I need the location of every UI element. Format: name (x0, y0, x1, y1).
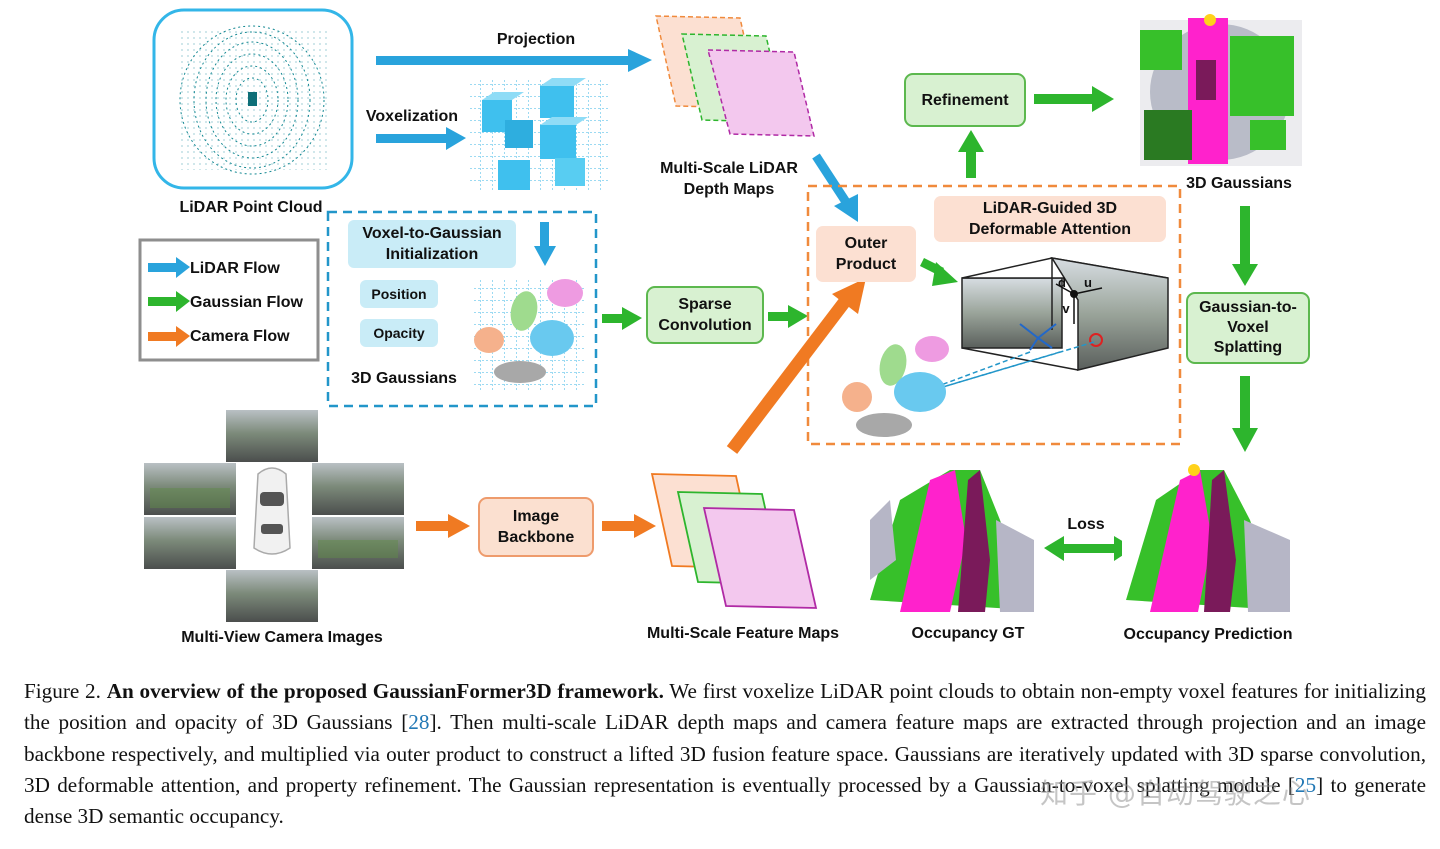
depth-to-outer-arrow (812, 153, 858, 222)
multi-view-camera-images (144, 410, 404, 622)
voxelization-label: Voxelization (365, 108, 459, 125)
caption-text-2: ]. Then multi-scale LiDAR depth maps and… (24, 710, 1426, 797)
gaussians-3d-image (1140, 14, 1302, 166)
feature-maps-label: Multi-Scale Feature Maps (646, 625, 840, 642)
attention-dashed-region (806, 184, 1182, 446)
outer-to-attention-arrow (919, 257, 958, 286)
lidar-depth-maps-label: Multi-Scale LiDAR Depth Maps (660, 160, 798, 198)
sparse-conv-label: Sparse Convolution (658, 296, 752, 334)
occupancy-gt-image (866, 466, 1036, 612)
lidar-depth-maps-stack (655, 15, 815, 137)
legend-lidar-flow: LiDAR Flow (190, 260, 280, 277)
camera-images-label: Multi-View Camera Images (181, 629, 383, 646)
gaussians-to-splatting-arrow (1232, 206, 1258, 286)
refinement-to-gaussians-arrow (1034, 86, 1114, 112)
outer-product-box: Outer Product (816, 226, 916, 282)
v2g-dashed-region (326, 210, 598, 408)
projection-arrow (376, 49, 652, 72)
axis-u-label: u (1084, 275, 1092, 290)
zhihu-watermark: 知乎 @自动驾驶之心 (1040, 777, 1311, 810)
figure-caption: Figure 2. An overview of the proposed Ga… (24, 676, 1426, 832)
gaussians-3d-mid-label: 3D Gaussians (351, 370, 457, 387)
position-box: Position (360, 280, 438, 308)
citation-25[interactable]: 25 (1294, 772, 1317, 797)
loss-label: Loss (1067, 516, 1105, 533)
image-backbone-box: Image Backbone (478, 497, 594, 557)
sparse-conv-box: Sparse Convolution (646, 286, 764, 344)
overview-diagram (138, 8, 1302, 622)
caption-text-3: ] to generate dense 3D semantic occupanc… (24, 772, 1426, 829)
lidar-guided-attention-box: LiDAR-Guided 3D Deformable Attention (934, 196, 1166, 242)
v2g-init-box: Voxel-to-Gaussian Initialization (348, 220, 516, 268)
occupancy-gt-label: Occupancy GT (911, 625, 1025, 642)
citation-28[interactable]: 28 (408, 710, 430, 735)
outer-product-label: Outer Product (835, 235, 897, 273)
sparse-to-attention-arrow (768, 305, 808, 328)
attention-to-refinement-arrow (958, 130, 984, 178)
features-to-outer-arrow (726, 278, 866, 454)
voxelization-arrow (376, 127, 466, 150)
g2v-splatting-box: Gaussian-to- Voxel Splatting (1186, 292, 1310, 364)
g2v-splatting-label: Gaussian-to- Voxel Splatting (1199, 299, 1297, 356)
lidar-point-cloud-image (152, 8, 354, 190)
feature-maps-stack (650, 473, 818, 609)
axis-v-label: v (1062, 301, 1070, 316)
projection-label: Projection (496, 31, 576, 48)
figure-title: An overview of the proposed GaussianForm… (106, 679, 664, 703)
position-label: Position (371, 285, 427, 302)
v2g-init-label: Voxel-to-Gaussian Initialization (362, 225, 502, 263)
caption-text-1: We first voxelize LiDAR point clouds to … (24, 679, 1426, 735)
camera-to-backbone-arrow (416, 514, 470, 538)
splatting-to-prediction-arrow (1232, 376, 1258, 452)
occupancy-prediction-image (1122, 464, 1298, 612)
legend-camera-flow: Camera Flow (190, 328, 290, 345)
legend-gaussian-flow: Gaussian Flow (190, 294, 303, 311)
voxel-cubes (470, 78, 610, 192)
refinement-label: Refinement (921, 91, 1009, 109)
image-backbone-label: Image Backbone (497, 508, 575, 546)
loss-double-arrow (1044, 536, 1134, 561)
deformable-attention-visual (842, 256, 1169, 437)
lidar-guided-attention-label: LiDAR-Guided 3D Deformable Attention (968, 200, 1132, 238)
gaussians-3d-top-label: 3D Gaussians (1186, 175, 1292, 192)
opacity-label: Opacity (373, 324, 425, 341)
refinement-box: Refinement (904, 73, 1026, 127)
legend-box (138, 238, 320, 362)
figure-number: Figure 2. (24, 679, 101, 703)
backbone-to-features-arrow (602, 514, 656, 538)
v2g-to-sparse-arrow (602, 307, 642, 330)
occupancy-prediction-label: Occupancy Prediction (1123, 626, 1293, 643)
opacity-box: Opacity (360, 319, 438, 347)
lidar-point-cloud-label: LiDAR Point Cloud (179, 199, 323, 216)
axis-d-label: d (1058, 275, 1066, 290)
